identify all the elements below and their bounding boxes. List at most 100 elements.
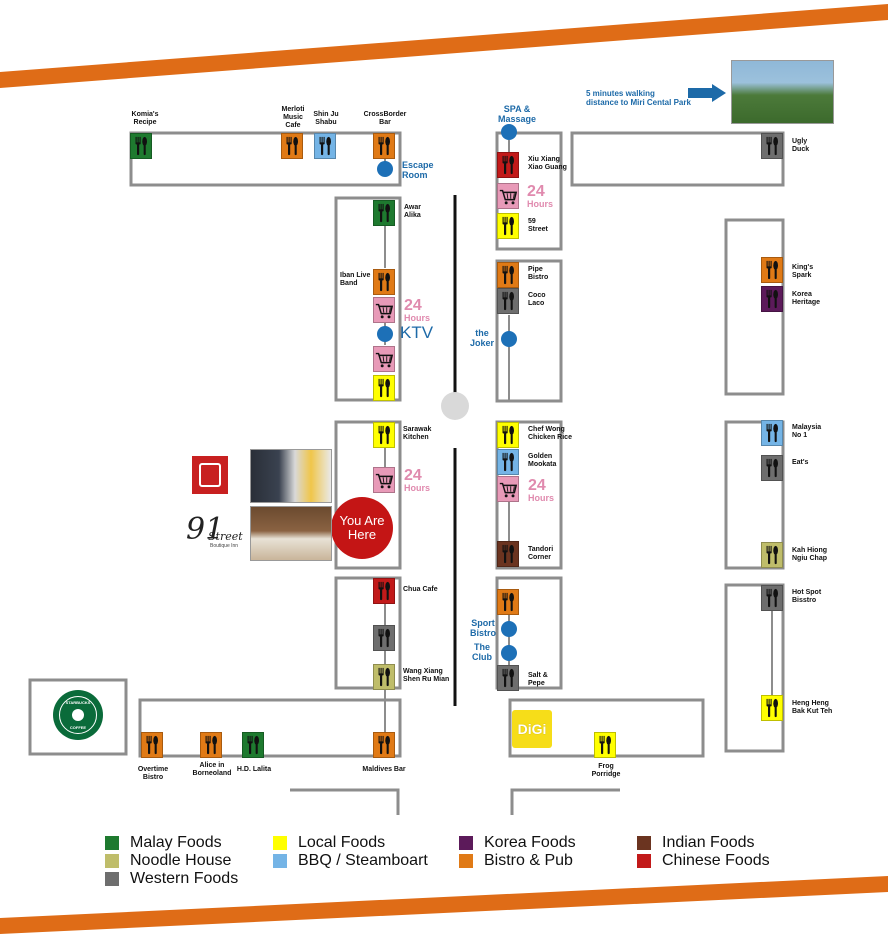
cart-icon — [375, 352, 394, 368]
spa-marker[interactable] — [501, 124, 517, 140]
restaurant-tile[interactable] — [761, 695, 783, 721]
spa-label: SPA & Massage — [497, 104, 537, 124]
restaurant-tile[interactable] — [761, 420, 783, 446]
utensils-icon — [378, 628, 390, 648]
utensils-icon — [766, 698, 778, 718]
bottom-orange-band — [0, 876, 888, 934]
hours-label: Hours — [404, 483, 431, 493]
block-far-right-upper — [724, 218, 785, 396]
restaurant-tile[interactable] — [373, 375, 395, 401]
shop-label: Wang Xiang Shen Ru Mian — [403, 668, 450, 683]
utensils-icon — [286, 136, 298, 156]
block-left-bottom — [334, 576, 402, 690]
boutique-inn-sub: Boutique Inn — [210, 543, 239, 549]
restaurant-tile[interactable] — [761, 585, 783, 611]
boutique-inn-script: Street — [208, 530, 243, 543]
block-mid-left-lower — [334, 420, 402, 570]
legend-label: Bistro & Pub — [484, 852, 573, 869]
legend-label: Western Foods — [130, 870, 239, 887]
starbucks-block — [28, 678, 128, 756]
restaurant-tile[interactable] — [373, 133, 395, 159]
restaurant-tile[interactable] — [373, 200, 395, 226]
restaurant-tile[interactable] — [130, 133, 152, 159]
shop-label: King's Spark — [792, 264, 814, 279]
ktv-marker[interactable] — [377, 326, 393, 342]
shopping-tile[interactable] — [497, 183, 519, 209]
restaurant-tile[interactable] — [373, 732, 395, 758]
utensils-icon — [247, 735, 259, 755]
shopping-tile[interactable] — [373, 467, 395, 493]
restaurant-tile[interactable] — [281, 133, 303, 159]
central-park-photo — [731, 60, 834, 124]
top-orange-band — [0, 4, 888, 88]
restaurant-tile[interactable] — [594, 732, 616, 758]
restaurant-tile[interactable] — [497, 422, 519, 448]
restaurant-tile[interactable] — [497, 152, 519, 178]
legend-label: Local Foods — [298, 834, 386, 851]
restaurant-tile[interactable] — [497, 589, 519, 615]
hours-number: 24 — [404, 467, 422, 484]
block-mid-right-upper — [495, 259, 563, 403]
restaurant-tile[interactable] — [242, 732, 264, 758]
legend-label: BBQ / Steamboart — [298, 852, 428, 869]
restaurant-tile[interactable] — [761, 455, 783, 481]
hours-number: 24 — [527, 183, 545, 200]
restaurant-tile[interactable] — [373, 578, 395, 604]
escape-room-marker[interactable] — [377, 161, 393, 177]
utensils-icon — [319, 136, 331, 156]
legend-label: Noodle House — [130, 852, 232, 869]
ktv-label: KTV — [400, 323, 434, 342]
cart-icon — [499, 482, 518, 498]
restaurant-tile[interactable] — [373, 422, 395, 448]
restaurant-tile[interactable] — [200, 732, 222, 758]
restaurant-tile[interactable] — [761, 542, 783, 568]
restaurant-tile[interactable] — [761, 257, 783, 283]
utensils-icon — [502, 544, 514, 564]
shop-label: Xiu Xiang Xiao Guang — [528, 156, 567, 171]
utensils-icon — [766, 458, 778, 478]
building-outlines — [28, 131, 785, 815]
sport-bistro-label: Sport Bistro — [470, 618, 497, 638]
utensils-icon — [766, 260, 778, 280]
shop-label: Salt & Pepe — [528, 672, 548, 687]
escape-room-label: Escape Room — [402, 160, 434, 180]
legend-swatch — [637, 836, 651, 850]
shop-label: H.D. Lalita — [236, 766, 272, 773]
shopping-tile[interactable] — [497, 476, 519, 502]
boutique-inn-logo: 91 Street Boutique Inn — [186, 512, 248, 558]
restaurant-tile[interactable] — [373, 625, 395, 651]
shop-label: CrossBorder Bar — [363, 111, 407, 126]
shop-label: 59 Street — [528, 218, 548, 233]
legend-swatch — [105, 854, 119, 868]
block-bottom-left — [138, 698, 402, 758]
shop-label: Awar Alika — [404, 204, 421, 219]
hours-number: 24 — [404, 297, 422, 314]
restaurant-tile[interactable] — [497, 449, 519, 475]
restaurant-tile[interactable] — [314, 133, 336, 159]
shopping-tile[interactable] — [373, 346, 395, 372]
entrance-right — [510, 788, 620, 815]
block-far-right-lower — [724, 583, 785, 753]
shopping-tile[interactable] — [373, 297, 395, 323]
restaurant-tile[interactable] — [761, 133, 783, 159]
joker-marker[interactable] — [501, 331, 517, 347]
restaurant-tile[interactable] — [497, 213, 519, 239]
restaurant-tile[interactable] — [141, 732, 163, 758]
utensils-icon — [378, 425, 390, 445]
shop-label: Maldives Bar — [362, 766, 406, 773]
restaurant-tile[interactable] — [373, 269, 395, 295]
shop-label: Sarawak Kitchen — [403, 426, 432, 441]
restaurant-tile[interactable] — [497, 262, 519, 288]
restaurant-tile[interactable] — [497, 288, 519, 314]
the-club-marker[interactable] — [501, 645, 517, 661]
starbucks-bottom-text: COFFEE — [69, 725, 87, 730]
restaurant-tile[interactable] — [373, 664, 395, 690]
sport-bistro-marker[interactable] — [501, 621, 517, 637]
hours-label: Hours — [527, 199, 554, 209]
restaurant-tile[interactable] — [761, 286, 783, 312]
restaurant-tile[interactable] — [497, 541, 519, 567]
utensils-icon — [766, 423, 778, 443]
joker-label: the Joker — [470, 328, 495, 348]
restaurant-tile[interactable] — [497, 665, 519, 691]
